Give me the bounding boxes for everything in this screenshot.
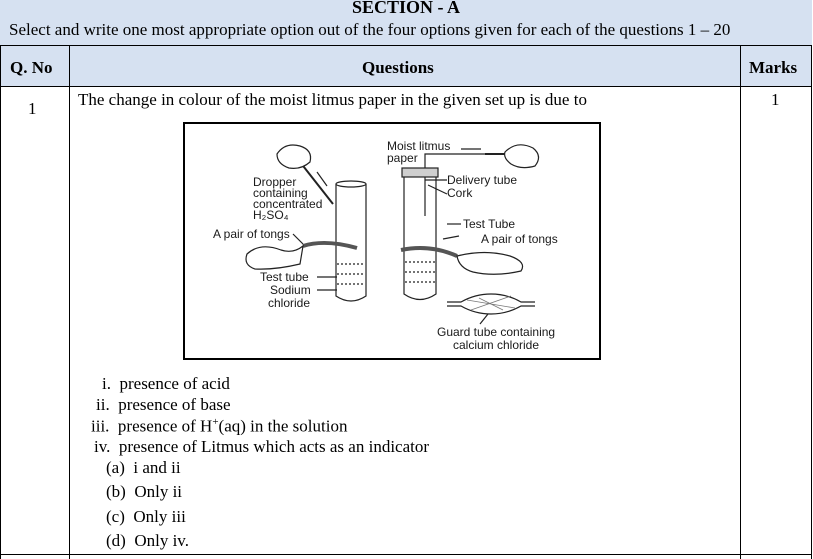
apparatus-diagram: Moist litmus paper Dropper containing co… xyxy=(213,139,558,352)
dropper-hand xyxy=(276,144,312,169)
litmus-hand xyxy=(504,144,540,169)
option-text: i and ii xyxy=(133,458,181,477)
option-label: (a) xyxy=(106,458,125,477)
left-tongs xyxy=(302,241,358,250)
left-hand xyxy=(245,244,304,270)
statement-number: ii. xyxy=(96,395,110,414)
label-guard-tube: Guard tube containing xyxy=(437,325,555,339)
label-sodium-chloride: Sodium xyxy=(270,283,311,297)
right-hand xyxy=(456,251,524,275)
delivery-tube xyxy=(424,153,485,168)
statement-number: iii. xyxy=(91,416,110,436)
column-header-marks: Marks xyxy=(749,58,798,77)
statement-text: presence of base xyxy=(118,395,231,414)
table-header-row xyxy=(0,46,812,87)
label-dropper: Dropper xyxy=(253,175,296,189)
label-dropper: containing xyxy=(253,186,308,200)
statement-text: (aq) in the solution xyxy=(218,416,348,436)
label-moist-litmus: paper xyxy=(387,151,418,165)
label-test-tube-right: Test Tube xyxy=(463,217,515,231)
label-test-tube-left: Test tube xyxy=(260,270,309,284)
option-label: (b) xyxy=(106,482,126,501)
column-header-questions: Questions xyxy=(362,58,434,77)
label-sodium-chloride: chloride xyxy=(268,296,310,310)
right-test-tube xyxy=(403,176,437,301)
dropper xyxy=(299,161,334,205)
option-text: Only iii xyxy=(133,507,186,526)
right-tongs xyxy=(400,246,458,258)
option-text: Only iv. xyxy=(134,531,189,550)
label-dropper: concentrated xyxy=(253,197,322,211)
column-divider xyxy=(740,46,741,559)
guard-tube xyxy=(447,293,535,315)
column-header-qno: Q. No xyxy=(10,58,53,77)
statement-number: iv. xyxy=(94,437,111,456)
option-text: Only ii xyxy=(134,482,183,501)
statement-item: iv. presence of Litmus which acts as an … xyxy=(94,437,429,457)
section-header xyxy=(0,0,812,46)
answer-option[interactable]: (a) i and ii xyxy=(106,458,181,478)
experiment-figure: Moist litmus paper Dropper containing co… xyxy=(183,122,601,360)
question-number: 1 xyxy=(28,99,37,118)
option-label: (c) xyxy=(106,507,125,526)
statement-text: presence of Litmus which acts as an indi… xyxy=(118,437,430,456)
statement-item: ii. presence of base xyxy=(96,395,231,415)
answer-option[interactable]: (b) Only ii xyxy=(106,482,182,502)
statement-text: presence of acid xyxy=(119,374,230,393)
answer-option[interactable]: (d) Only iv. xyxy=(106,531,189,551)
label-dropper: H₂SO₄ xyxy=(253,208,289,222)
label-tongs-right: A pair of tongs xyxy=(481,232,558,246)
table-border-right xyxy=(811,46,812,559)
table-border-left xyxy=(0,46,1,559)
left-test-tube xyxy=(335,184,367,302)
section-instruction: Select and write one most appropriate op… xyxy=(9,20,731,39)
statement-text: presence of H xyxy=(117,416,213,436)
question-text: The change in colour of the moist litmus… xyxy=(78,90,587,109)
section-title: SECTION - A xyxy=(351,0,461,17)
answer-option[interactable]: (c) Only iii xyxy=(106,507,186,527)
label-cork: Cork xyxy=(447,186,473,200)
statement-superscript: + xyxy=(212,416,219,428)
label-moist-litmus: Moist litmus xyxy=(387,139,450,153)
statement-item: i. presence of acid xyxy=(102,374,230,394)
statement-item: iii. presence of H+(aq) in the solution xyxy=(91,416,347,437)
label-guard-tube: calcium chloride xyxy=(453,338,539,352)
option-label: (d) xyxy=(106,531,126,550)
table-row-divider xyxy=(0,554,812,555)
label-delivery-tube: Delivery tube xyxy=(447,173,517,187)
statement-number: i. xyxy=(102,374,111,393)
left-tube-mouth xyxy=(335,180,367,188)
cork xyxy=(401,167,439,178)
question-marks: 1 xyxy=(771,90,780,109)
label-tongs-left: A pair of tongs xyxy=(213,227,290,241)
column-divider xyxy=(69,46,70,559)
